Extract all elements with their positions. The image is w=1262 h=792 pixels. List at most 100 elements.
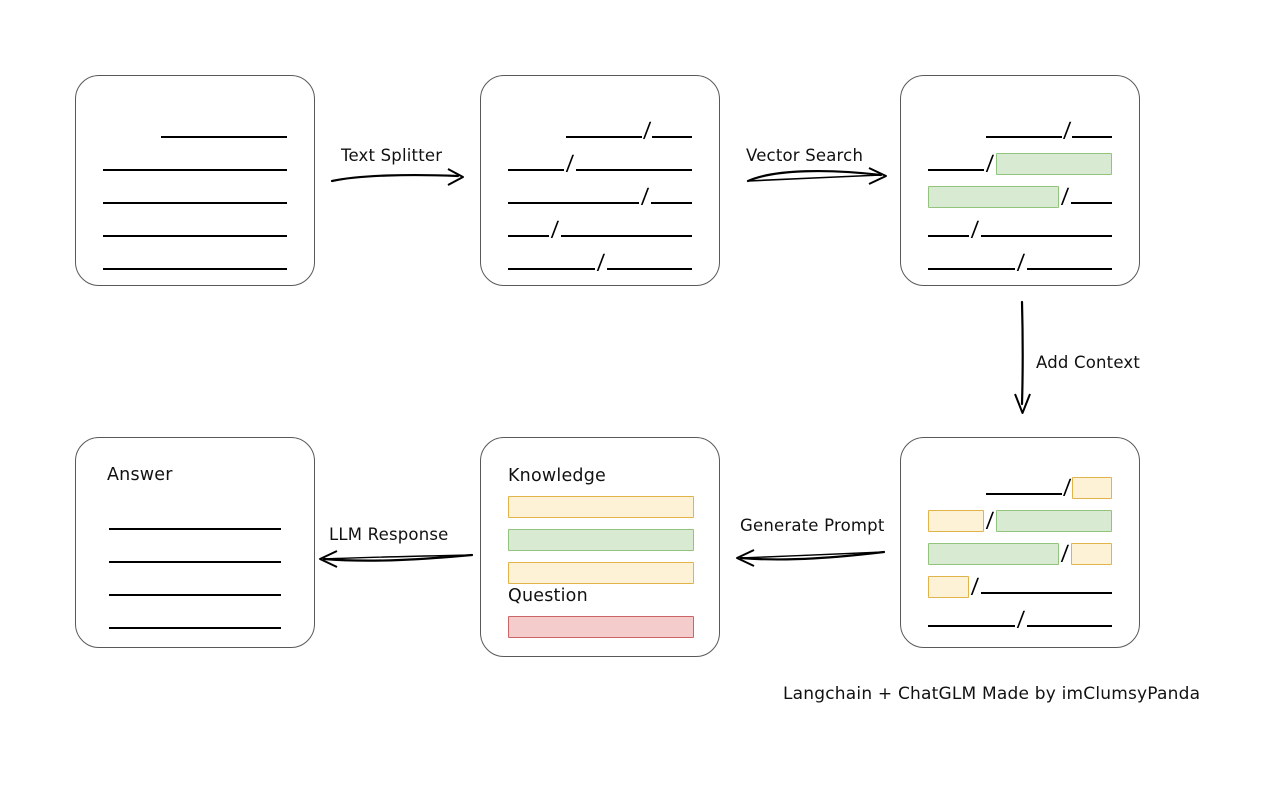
text-line — [986, 136, 1063, 138]
answer-lines — [76, 438, 314, 647]
text-line — [928, 169, 985, 171]
text-line — [986, 493, 1062, 495]
document-row: / — [928, 249, 1112, 274]
chunk-separator-slash: / — [642, 117, 652, 142]
add-context-arrow-icon — [1014, 300, 1031, 414]
document-row: / — [928, 507, 1112, 532]
text-line — [928, 625, 1016, 627]
document-row: / — [986, 474, 1112, 499]
chunk-separator-slash: / — [1062, 474, 1072, 499]
chunk-separator-slash: / — [1016, 249, 1026, 274]
document-row — [103, 220, 287, 240]
chunk-separator-slash: / — [1060, 183, 1070, 208]
chunk-separator-slash: / — [985, 507, 995, 532]
answer-label: Answer — [107, 465, 173, 485]
document-row — [109, 612, 281, 632]
text-line — [508, 202, 639, 204]
chunk-separator-slash: / — [970, 216, 980, 241]
document-row — [103, 187, 287, 207]
text-line — [575, 169, 692, 171]
document-row — [109, 579, 281, 599]
chunk-separator-slash: / — [985, 150, 995, 175]
text-line — [560, 235, 692, 237]
context-added-lines: / / / / / — [901, 438, 1139, 647]
document-row: / — [928, 606, 1112, 631]
text-line — [652, 136, 692, 138]
document-row: / — [566, 117, 692, 142]
document-row: / — [928, 183, 1112, 208]
highlight-chip-yellow — [1072, 477, 1112, 499]
text-line — [928, 235, 969, 237]
document-row: / — [928, 573, 1112, 598]
document-row: / — [508, 216, 692, 241]
text-line — [103, 169, 287, 171]
arrow-label-text-splitter: Text Splitter — [341, 146, 443, 165]
chunk-separator-slash: / — [1060, 540, 1070, 565]
split-chunks-box[interactable]: / / / / / — [480, 75, 720, 286]
text-line — [161, 136, 287, 138]
chunk-separator-slash: / — [1016, 606, 1026, 631]
chunk-separator-slash: / — [565, 150, 575, 175]
prompt-bar-yellow — [508, 562, 694, 584]
arrow-label-llm-response: LLM Response — [329, 525, 449, 544]
text-line — [103, 268, 287, 270]
text-line — [109, 627, 281, 629]
source-document-lines — [76, 76, 314, 285]
document-row: / — [508, 183, 692, 208]
knowledge-label: Knowledge — [508, 466, 606, 486]
text-line — [980, 592, 1112, 594]
highlight-chip-yellow — [928, 576, 969, 598]
context-added-box[interactable]: / / / / / — [900, 437, 1140, 648]
source-document-box[interactable] — [75, 75, 315, 286]
generate-prompt-arrow-icon — [736, 549, 886, 567]
answer-box[interactable]: Answer — [75, 437, 315, 648]
arrow-label-add-context: Add Context — [1036, 353, 1141, 372]
generated-prompt-box[interactable]: Knowledge Question — [480, 437, 720, 657]
arrow-label-generate-prompt: Generate Prompt — [740, 516, 885, 535]
document-row: / — [928, 150, 1112, 175]
prompt-bar-red — [508, 616, 694, 638]
document-row — [109, 546, 281, 566]
text-line — [650, 202, 692, 204]
text-line — [1070, 202, 1112, 204]
vector-matched-box[interactable]: / / / / / — [900, 75, 1140, 286]
chunk-separator-slash: / — [1062, 117, 1072, 142]
document-row — [109, 513, 281, 533]
text-line — [109, 561, 281, 563]
llm-response-arrow-icon — [319, 550, 474, 568]
chunk-separator-slash: / — [550, 216, 560, 241]
footer-credit: Langchain + ChatGLM Made by imClumsyPand… — [783, 684, 1201, 704]
text-line — [508, 268, 596, 270]
document-row — [103, 154, 287, 174]
document-row: / — [508, 249, 692, 274]
text-line — [566, 136, 643, 138]
text-line — [508, 169, 565, 171]
document-row: / — [508, 150, 692, 175]
text-line — [1026, 268, 1112, 270]
highlight-chip-green — [928, 543, 1059, 565]
text-line — [103, 202, 287, 204]
highlight-chip-green — [928, 186, 1059, 208]
text-line — [109, 594, 281, 596]
text-line — [980, 235, 1112, 237]
highlight-chip-yellow — [928, 510, 985, 532]
chunk-separator-slash: / — [640, 183, 650, 208]
text-line — [1026, 625, 1112, 627]
text-line — [928, 268, 1016, 270]
highlight-chip-green — [995, 153, 1112, 175]
vector-search-arrow-icon — [746, 167, 887, 185]
text-line — [1072, 136, 1112, 138]
highlight-chip-yellow — [1070, 543, 1112, 565]
text-line — [508, 235, 549, 237]
document-row: / — [928, 540, 1112, 565]
document-row — [103, 253, 287, 273]
prompt-bar-yellow — [508, 496, 694, 518]
document-row: / — [986, 117, 1112, 142]
document-row — [161, 121, 287, 141]
arrow-label-vector-search: Vector Search — [746, 146, 864, 165]
text-splitter-arrow-icon — [330, 168, 464, 186]
chunk-separator-slash: / — [970, 573, 980, 598]
chunk-separator-slash: / — [596, 249, 606, 274]
prompt-bar-green — [508, 529, 694, 551]
